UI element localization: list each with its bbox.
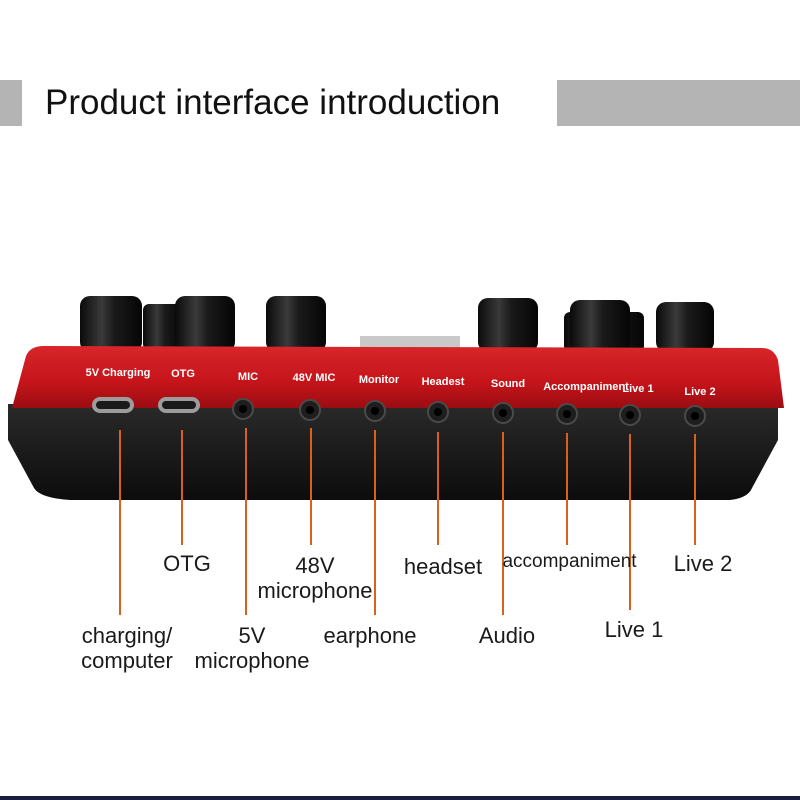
knob-icon bbox=[143, 304, 183, 350]
callout-5v-line2: microphone bbox=[194, 648, 310, 673]
callout-5v-line1: 5V bbox=[238, 623, 266, 648]
panel-label-5v-charging: 5V Charging bbox=[86, 367, 151, 379]
page-title: Product interface introduction bbox=[45, 83, 501, 122]
callout-live-2: Live 2 bbox=[673, 551, 733, 576]
panel-label-monitor: Monitor bbox=[359, 374, 400, 386]
header-bar-right bbox=[557, 80, 800, 126]
knob-icon bbox=[570, 300, 630, 352]
callout-otg: OTG bbox=[163, 551, 211, 576]
usb-ports bbox=[92, 397, 200, 413]
knob-icon bbox=[478, 298, 538, 352]
callout-earphone: earphone bbox=[323, 623, 417, 648]
callout-charging-line1: charging/ bbox=[81, 623, 173, 648]
panel-label-headest: Headest bbox=[422, 376, 465, 388]
panel-label-live-2: Live 2 bbox=[684, 386, 715, 398]
callout-5v-microphone: 5V microphone bbox=[188, 623, 316, 673]
knob-icon bbox=[266, 296, 326, 352]
callout-headset: headset bbox=[403, 554, 483, 579]
knob-icon bbox=[656, 302, 714, 352]
callout-audio: Audio bbox=[478, 623, 536, 648]
callout-charging-line2: computer bbox=[81, 648, 173, 673]
device-red-panel bbox=[12, 346, 784, 408]
panel-label-sound: Sound bbox=[491, 378, 525, 390]
knob-icon bbox=[80, 296, 142, 352]
device-body-lower bbox=[8, 404, 778, 500]
callout-48v-line1: 48V bbox=[295, 553, 335, 578]
bottom-border bbox=[0, 796, 800, 800]
panel-label-live-1: Live 1 bbox=[622, 383, 653, 395]
callout-charging-computer: charging/ computer bbox=[72, 623, 182, 673]
callout-live-1: Live 1 bbox=[604, 617, 664, 642]
knob-icon bbox=[175, 296, 235, 352]
knobs bbox=[80, 296, 714, 352]
top-screen bbox=[360, 336, 460, 350]
audio-jacks bbox=[232, 398, 706, 427]
panel-label-accompaniment: Accompaniment bbox=[543, 381, 629, 393]
panel-labels: 5V Charging OTG MIC 48V MIC Monitor Head… bbox=[86, 367, 716, 398]
panel-label-mic: MIC bbox=[238, 371, 258, 383]
callout-accompaniment: accompaniment bbox=[502, 551, 637, 572]
header-bar-left bbox=[0, 80, 22, 126]
callout-48v-line2: microphone bbox=[257, 578, 373, 603]
panel-label-otg: OTG bbox=[171, 368, 195, 380]
panel-label-48v-mic: 48V MIC bbox=[293, 372, 336, 384]
leader-lines bbox=[119, 428, 696, 615]
callout-48v-microphone: 48V microphone bbox=[250, 553, 380, 603]
